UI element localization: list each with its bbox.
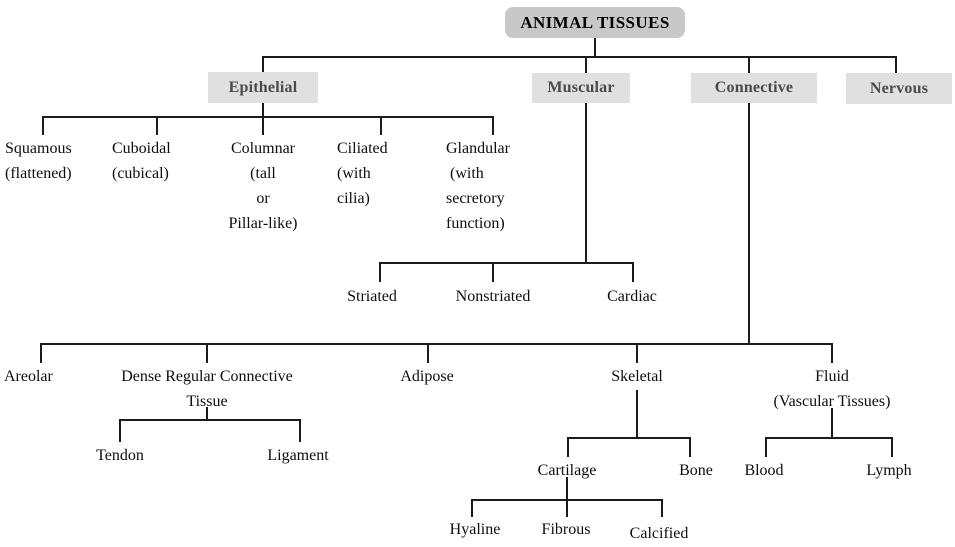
tick-blood: [765, 439, 767, 457]
tick-cartilage: [567, 439, 569, 457]
tick-dense-regular: [206, 345, 208, 363]
connector-level1-hline: [262, 56, 897, 58]
connector-drop-muscular: [585, 58, 587, 73]
node-ligament: Ligament: [267, 447, 329, 464]
connector-epithelial-hline: [42, 116, 494, 118]
tick-bone: [689, 439, 691, 457]
connector-drop-epithelial: [262, 58, 264, 72]
connector-skeletal-drop: [636, 390, 638, 439]
connector-cartilage-drop: [566, 477, 568, 501]
node-calcified: Calcified: [629, 525, 689, 542]
connector-muscular-drop: [585, 103, 587, 264]
tick-skeletal: [636, 345, 638, 363]
node-cardiac: Cardiac: [607, 288, 657, 305]
node-bone: Bone: [679, 462, 713, 479]
node-dense-regular-connective-tissue: Dense Regular Connective Tissue: [121, 368, 293, 410]
connector-cartilage-hline: [471, 499, 663, 501]
tick-nonstriated: [492, 264, 494, 282]
tick-adipose: [427, 345, 429, 363]
tick-fibrous: [566, 501, 568, 517]
tick-columnar: [262, 118, 264, 135]
connector-connective-drop: [748, 103, 750, 344]
tick-fluid: [831, 345, 833, 363]
branch-epithelial: Epithelial: [208, 72, 318, 103]
root-node-animal-tissues: ANIMAL TISSUES: [505, 7, 685, 38]
node-nonstriated: Nonstriated: [455, 288, 531, 305]
branch-connective: Connective: [691, 73, 817, 103]
tick-glandular: [492, 118, 494, 135]
connector-dense-regular-drop: [206, 407, 208, 421]
node-ciliated: Ciliated (with cilia): [337, 140, 388, 207]
tick-tendon: [119, 421, 121, 442]
node-hyaline: Hyaline: [449, 521, 501, 538]
connector-skeletal-hline: [567, 437, 691, 439]
node-areolar: Areolar: [4, 368, 53, 385]
tick-ciliated: [380, 118, 382, 135]
tick-hyaline: [471, 501, 473, 517]
branch-muscular: Muscular: [532, 73, 630, 103]
node-squamous: Squamous (flattened): [5, 140, 72, 182]
node-glandular: Glandular (with secretory function): [446, 140, 510, 232]
node-cartilage: Cartilage: [537, 462, 597, 479]
connector-connective-hline: [40, 343, 833, 345]
connector-muscular-hline: [379, 262, 634, 264]
connector-epithelial-drop: [262, 103, 264, 118]
connector-root-drop: [594, 38, 596, 57]
node-fibrous: Fibrous: [541, 521, 591, 538]
connector-dense-regular-hline: [119, 419, 301, 421]
node-tendon: Tendon: [96, 447, 144, 464]
node-lymph: Lymph: [866, 462, 912, 479]
node-fluid-vascular-tissues: Fluid (Vascular Tissues): [773, 368, 891, 410]
node-adipose: Adipose: [400, 368, 454, 385]
tick-calcified: [661, 501, 663, 517]
tick-ligament: [299, 421, 301, 442]
node-striated: Striated: [347, 288, 397, 305]
connector-fluid-drop: [831, 408, 833, 439]
tick-cardiac: [632, 264, 634, 282]
tick-striated: [379, 264, 381, 282]
tick-cuboidal: [156, 118, 158, 135]
node-skeletal: Skeletal: [611, 368, 663, 385]
connector-fluid-hline: [765, 437, 893, 439]
branch-nervous: Nervous: [846, 73, 952, 104]
node-blood: Blood: [744, 462, 784, 479]
tick-areolar: [40, 345, 42, 363]
connector-drop-connective: [748, 58, 750, 73]
connector-drop-nervous: [895, 58, 897, 73]
tick-lymph: [891, 439, 893, 457]
tick-squamous: [42, 118, 44, 135]
node-columnar: Columnar (tall or Pillar-like): [228, 140, 298, 232]
node-cuboidal: Cuboidal (cubical): [112, 140, 171, 182]
